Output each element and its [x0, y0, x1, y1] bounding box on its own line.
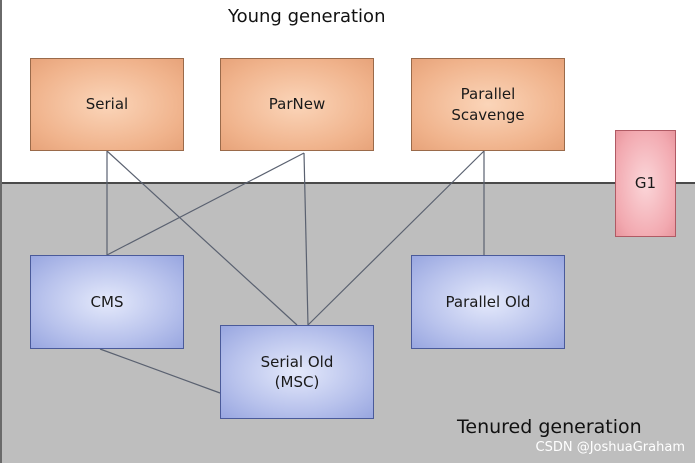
parnew-collector-box: ParNew	[220, 58, 374, 151]
parallel-old-collector-box: Parallel Old	[411, 255, 565, 349]
generation-divider	[0, 182, 695, 184]
cms-collector-box: CMS	[30, 255, 184, 349]
link-serial-serialold	[106, 150, 298, 326]
link-parnew-cms	[106, 152, 305, 256]
parallel-scavenge-collector-box: Parallel Scavenge	[411, 58, 565, 151]
frame-edge	[0, 0, 2, 463]
g1-collector-box: G1	[615, 130, 676, 237]
serial-old-collector-box: Serial Old (MSC)	[220, 325, 374, 419]
watermark: CSDN @JoshuaGraham	[535, 440, 685, 455]
link-cms-serialold	[99, 348, 221, 394]
link-parnew-serialold	[303, 152, 309, 326]
serial-collector-box: Serial	[30, 58, 184, 151]
tenured-generation-label: Tenured generation	[457, 416, 642, 438]
young-generation-label: Young generation	[228, 6, 386, 27]
link-pscavenge-serialold	[307, 150, 485, 326]
